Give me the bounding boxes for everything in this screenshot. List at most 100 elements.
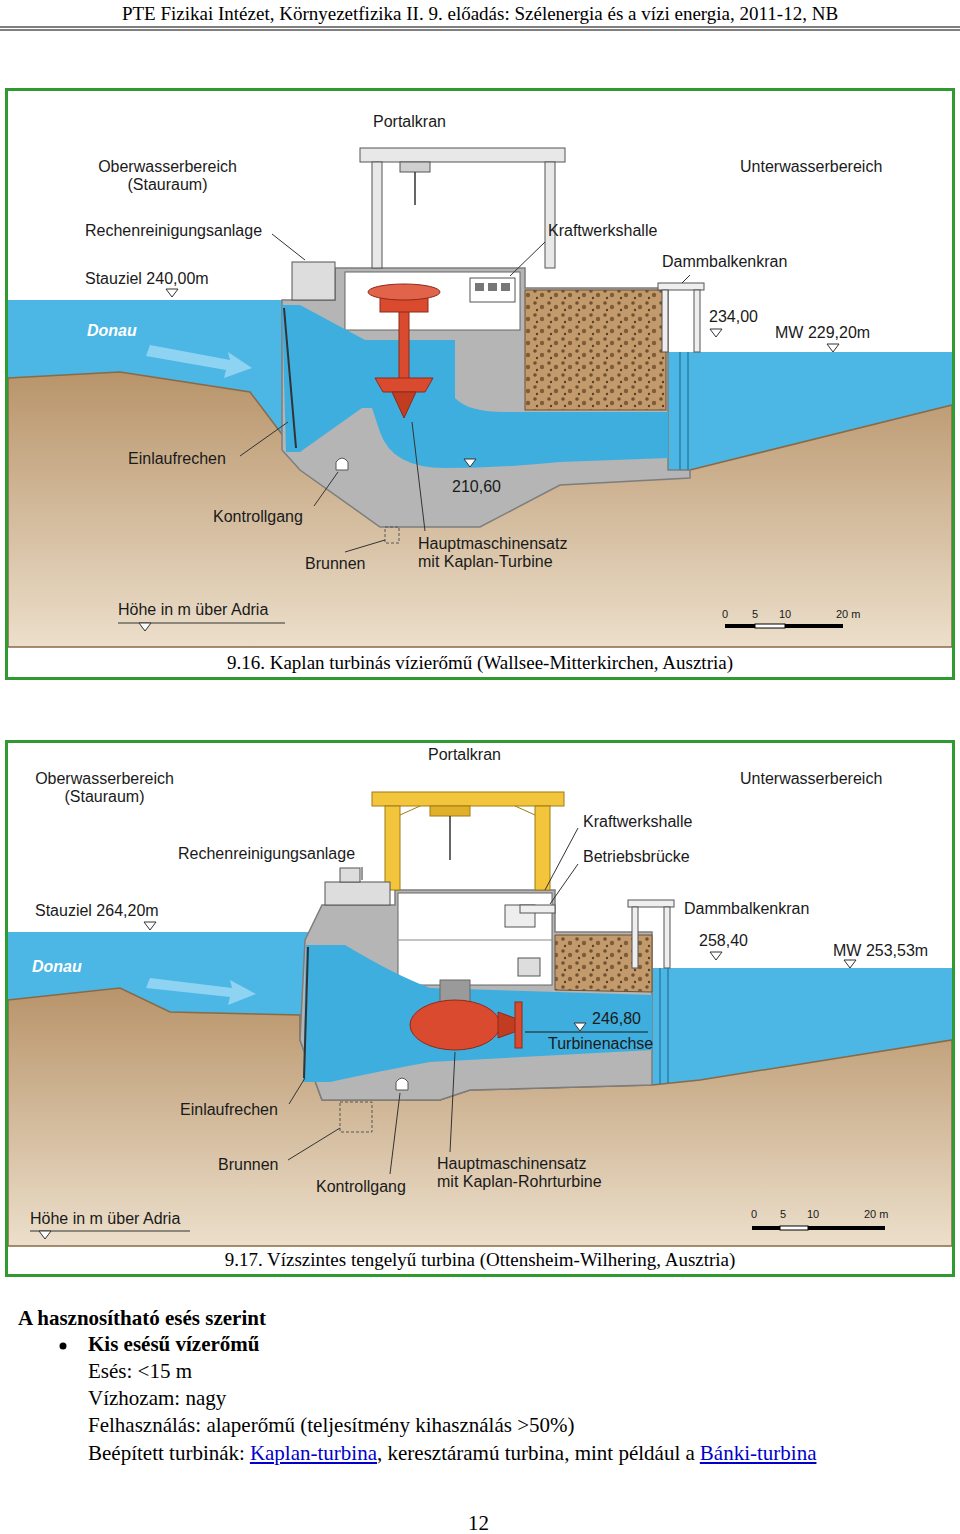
- level-marker: [166, 289, 178, 297]
- crane-hook: [414, 172, 416, 205]
- intake-rake: [284, 308, 296, 448]
- runner-blades: [515, 1002, 522, 1048]
- part-label: Kraftwerkshalle: [583, 813, 692, 831]
- stoplog-crane-post: [694, 290, 700, 352]
- dam-concrete: [300, 890, 652, 1100]
- scale-bar: [780, 1226, 808, 1230]
- page-header: PTE Fizikai Intézet, Környezetfizika II.…: [0, 3, 960, 25]
- control-room: [470, 278, 515, 302]
- level-marker: [574, 1023, 586, 1031]
- stoplog-slot: [687, 352, 689, 470]
- leader-line: [272, 234, 305, 260]
- part-label: Einlaufrechen: [128, 450, 226, 468]
- ground: [8, 988, 952, 1246]
- runner-hub: [392, 392, 416, 418]
- level-marker: [827, 344, 839, 352]
- leader-line: [510, 242, 545, 276]
- link-text: Kaplan-turbina: [250, 1441, 377, 1465]
- level-marker: [464, 459, 476, 467]
- leader-line: [682, 275, 690, 283]
- datum-line: [30, 1231, 190, 1232]
- leader-line: [240, 422, 288, 456]
- stoplog-slot: [659, 968, 661, 1084]
- header-rule: [0, 27, 960, 28]
- page-number: 12: [468, 1511, 489, 1534]
- level-label: Stauziel 240,00m: [85, 270, 209, 288]
- crane-hook: [449, 816, 451, 860]
- kaplan-runner: [375, 378, 433, 392]
- stoplog-crane-beam: [658, 283, 704, 290]
- flow-arrow: [146, 978, 256, 1005]
- control-gallery: [396, 1078, 408, 1090]
- part-label: Betriebsbrücke: [583, 848, 690, 866]
- leader-line: [362, 867, 363, 880]
- rake-cleaner: [325, 882, 390, 905]
- stoplog-crane-post: [662, 290, 668, 352]
- well: [385, 527, 399, 543]
- header-rule: [0, 30, 960, 31]
- scale-bar: [785, 624, 843, 628]
- part-label: Turbinenachse: [548, 1035, 653, 1053]
- rake-cleaner-cab: [340, 868, 360, 882]
- elevation-value: 246,80: [592, 1010, 641, 1028]
- figure-caption: 9.16. Kaplan turbinás vízierőmű (Wallsee…: [8, 652, 952, 674]
- datum-label: Höhe in m über Adria: [30, 1210, 180, 1228]
- gantry-leg: [385, 806, 400, 890]
- bullet: [60, 1343, 67, 1350]
- window: [488, 283, 497, 291]
- body-text: , keresztáramú turbina, mint például a: [377, 1441, 695, 1465]
- leader-line: [450, 1052, 455, 1152]
- leader-line: [289, 1078, 305, 1104]
- gantry-beam: [360, 148, 565, 162]
- body-text: Felhasználás: alaperőmű (teljesítmény ki…: [88, 1413, 575, 1437]
- stoplog-crane-post: [664, 907, 670, 968]
- stoplog-crane-post: [632, 907, 638, 968]
- region-label: Unterwasserbereich: [740, 158, 882, 176]
- part-label: Portalkran: [373, 113, 446, 131]
- service-bridge: [520, 905, 555, 913]
- part-label: Kraftwerkshalle: [548, 222, 657, 240]
- figure-frame: 9.17. Vízszintes tengelyű turbina (Otten…: [5, 740, 955, 1277]
- well: [340, 1102, 372, 1132]
- link-text: Bánki-turbina: [700, 1441, 817, 1465]
- elevation-value: 210,60: [452, 478, 501, 496]
- crane-trolley: [400, 162, 430, 172]
- level-marker: [844, 960, 856, 968]
- axis-line: [525, 1032, 648, 1033]
- body-text: Vízhozam: nagy: [88, 1386, 226, 1410]
- dam-concrete: [282, 268, 690, 527]
- rock-fill: [525, 290, 666, 410]
- scale-number: 0: [751, 1208, 757, 1221]
- figure-two-art: [8, 743, 952, 1246]
- section-heading: A hasznosítható esés szerint: [18, 1306, 266, 1330]
- bulb-turbine: [410, 1000, 500, 1050]
- leader-line: [550, 864, 578, 904]
- part-label: Hauptmaschinensatz mit Kaplan-Rohrturbin…: [437, 1155, 637, 1192]
- scale-bar: [808, 1226, 885, 1230]
- scale-number: 10: [779, 608, 791, 621]
- scale-number: 20 m: [864, 1208, 888, 1221]
- stoplog-slot: [667, 968, 669, 1083]
- datum-marker: [39, 1231, 51, 1239]
- river-name: Donau: [32, 958, 82, 976]
- body-text: Esés: <15 m: [88, 1359, 192, 1383]
- elevation-value: 234,00: [709, 308, 758, 326]
- leader-line: [314, 472, 338, 506]
- part-label: Hauptmaschinensatz mit Kaplan-Turbine: [418, 535, 618, 572]
- sky: [8, 743, 952, 1246]
- figure-one-art: [8, 91, 952, 647]
- region-label: Oberwasserbereich (Stauraum): [85, 158, 250, 195]
- gantry-brace: [515, 806, 535, 815]
- access-shaft: [440, 980, 470, 1002]
- gantry-beam: [372, 792, 564, 806]
- level-marker: [710, 952, 722, 960]
- scale-number: 0: [722, 608, 728, 621]
- datum-label: Höhe in m über Adria: [118, 601, 268, 619]
- crane-trolley: [430, 806, 470, 816]
- part-label: Rechenreinigungsanlage: [85, 222, 262, 240]
- stoplog-slot: [679, 352, 681, 470]
- part-label: Kontrollgang: [316, 1178, 406, 1196]
- level-label: Stauziel 264,20m: [35, 902, 159, 920]
- part-label: Kontrollgang: [213, 508, 303, 526]
